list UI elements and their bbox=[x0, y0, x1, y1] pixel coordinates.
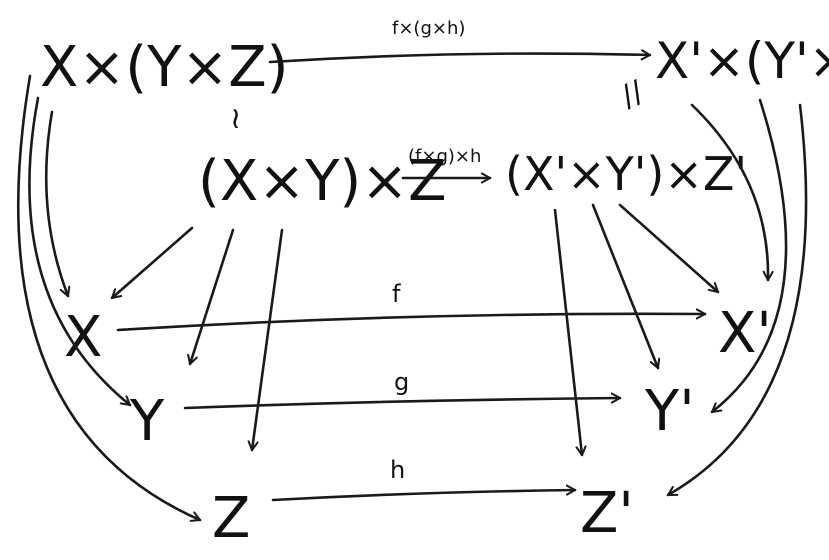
arrow-prod2-to-z2 bbox=[666, 103, 808, 497]
node-x2-times-y2z2: X'×(Y'×Z') bbox=[655, 32, 829, 90]
arrow-prod-to-z bbox=[16, 74, 202, 520]
arrow-assoc2-to-z2 bbox=[553, 208, 582, 457]
arrow-prod2-to-x2 bbox=[690, 103, 768, 282]
iso-left-mark: ≀ bbox=[230, 101, 241, 136]
arrow-assoc-to-x bbox=[110, 226, 194, 300]
iso-right-mark: // bbox=[616, 74, 650, 115]
label-fg-times-h: (f×g)×h bbox=[408, 146, 481, 167]
node-x2: X' bbox=[718, 301, 772, 366]
label-g: g bbox=[394, 368, 409, 396]
arrow-f-times-gh bbox=[268, 54, 652, 64]
arrow-f bbox=[116, 314, 707, 332]
node-z: Z bbox=[212, 486, 250, 551]
label-h: h bbox=[390, 456, 405, 484]
arrow-assoc-to-y bbox=[190, 228, 235, 366]
arrow-assoc2-to-x2 bbox=[618, 203, 720, 294]
arrow-prod-to-x bbox=[44, 110, 68, 298]
node-z2: Z' bbox=[580, 481, 634, 546]
label-f: f bbox=[392, 280, 401, 308]
label-f-times-gh: f×(g×h) bbox=[392, 18, 465, 39]
arrow-g bbox=[183, 398, 622, 410]
node-x-times-yz: X×(Y×Z) bbox=[40, 35, 288, 100]
arrow-h bbox=[271, 490, 577, 502]
node-xy-times-z: (X×Y)×Z bbox=[198, 149, 446, 214]
arrow-prod-to-y bbox=[28, 96, 132, 407]
node-x2y2-times-z2: (X'×Y')×Z' bbox=[505, 147, 747, 201]
arrow-assoc-to-z bbox=[252, 228, 284, 452]
node-y: Y bbox=[129, 389, 165, 454]
node-y2: Y' bbox=[644, 379, 695, 444]
arrow-assoc2-to-y2 bbox=[591, 203, 658, 370]
arrow-prod2-to-y2 bbox=[710, 98, 788, 414]
